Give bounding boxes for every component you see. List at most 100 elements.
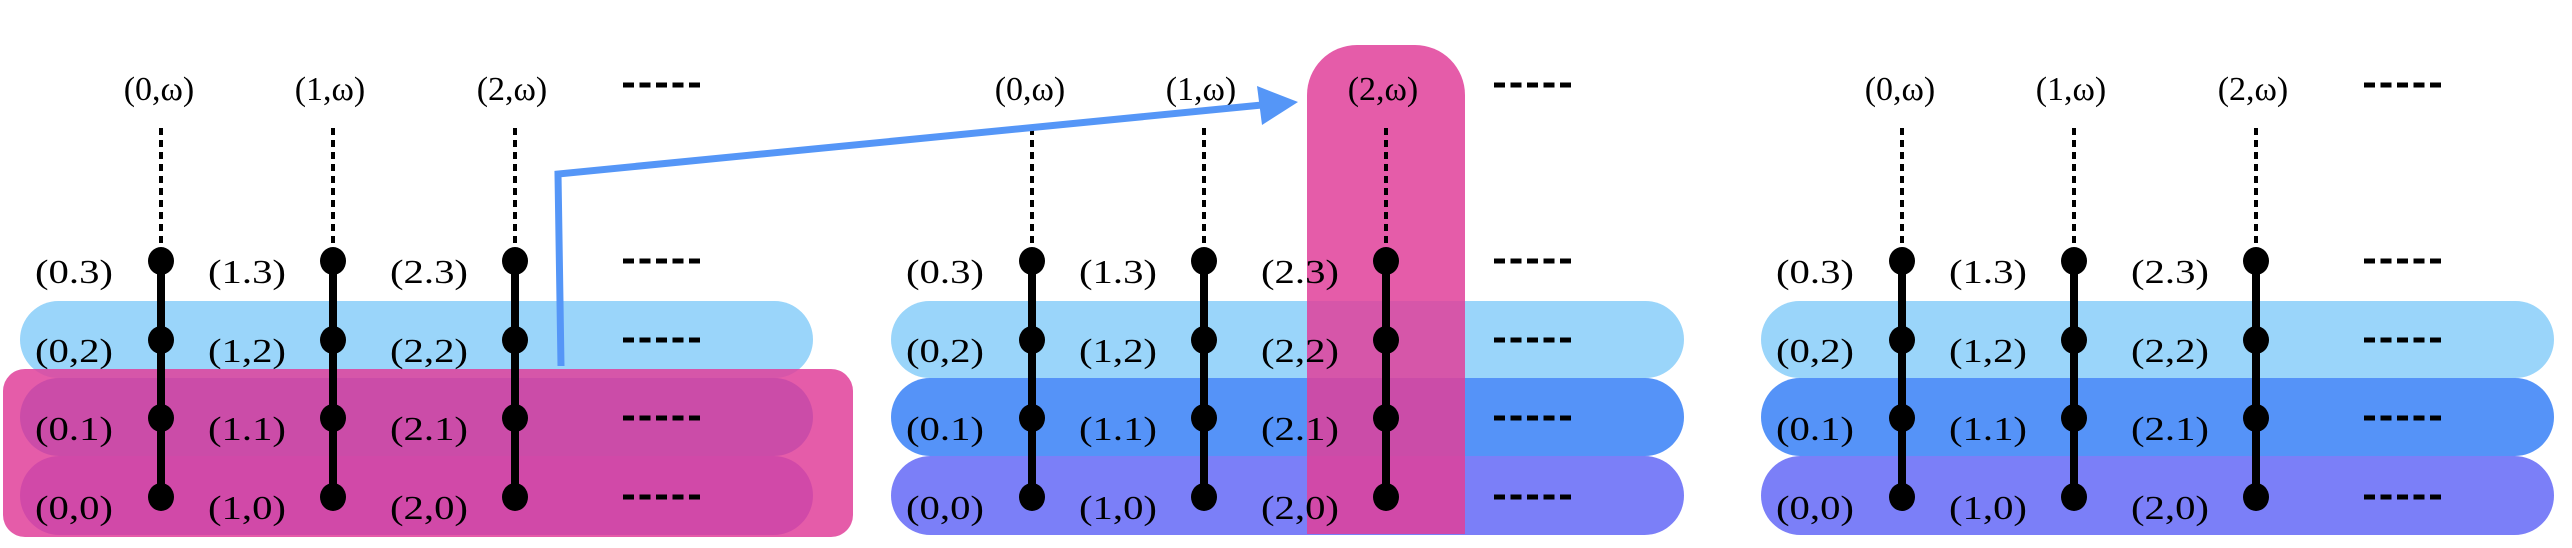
panel-2-ellipsis-0-dash <box>1543 494 1555 500</box>
panel-1-ellipsis-0-dash <box>623 494 634 500</box>
panel-3-ellipsis-3-dash <box>2413 258 2425 264</box>
panel-3-label-1-1: (1.1) <box>1949 411 2027 448</box>
panel-2-ellipsis-0-dash <box>1560 494 1571 500</box>
panel-1-ellipsis-omega-dash <box>639 82 651 88</box>
panel-3-node-2-0 <box>2243 483 2269 511</box>
panel-2-ellipsis-1-dash <box>1543 415 1555 421</box>
panel-1-ellipsis-3-dash <box>672 258 684 264</box>
panel-1-node-2-0 <box>502 483 528 511</box>
panel-1-ellipsis-2-dash <box>656 337 667 343</box>
panel-3-node-1-2 <box>2061 326 2087 354</box>
panel-3-ellipsis-1-dash <box>2413 415 2425 421</box>
panel-3-label-0-1: (0.1) <box>1776 411 1854 448</box>
panel-1-ellipsis-1-dash <box>672 415 684 421</box>
panel-2-label-0-omega: (0,ω) <box>995 71 1066 108</box>
panel-1-ellipsis-omega-dash <box>656 82 667 88</box>
panel-1-ellipsis-omega-dash <box>672 82 684 88</box>
panel-2-label-1-2: (1,2) <box>1079 333 1157 370</box>
panel-1-label-1-omega: (1,ω) <box>295 71 366 108</box>
panel-3-ellipsis-3-dash <box>2380 258 2392 264</box>
panel-2-node-1-3 <box>1191 247 1217 275</box>
panel-3-row-band-1 <box>1761 378 2554 456</box>
panel-1-node-2-3 <box>502 247 528 275</box>
panel-1-label-2-2: (2,2) <box>390 333 468 370</box>
panel-1-label-2-3: (2.3) <box>390 254 468 291</box>
panel-2-ellipsis-omega-dash <box>1543 82 1555 88</box>
panel-1-ellipsis-2-dash <box>623 337 634 343</box>
panel-1-ellipsis-0-dash <box>639 494 651 500</box>
panel-2-label-0-3: (0.3) <box>906 254 984 291</box>
panel-1-ellipsis-1-dash <box>656 415 667 421</box>
panel-2-node-0-0 <box>1019 483 1045 511</box>
panel-3-ellipsis-2-dash <box>2430 337 2441 343</box>
panel-1-node-0-0 <box>148 483 174 511</box>
panel-3-ellipsis-omega-dash <box>2380 82 2392 88</box>
panel-1-label-0-1: (0.1) <box>35 411 113 448</box>
panel-1-label-1-1: (1.1) <box>208 411 286 448</box>
panel-3-ellipsis-omega-dash <box>2397 82 2408 88</box>
panel-2-node-1-1 <box>1191 404 1217 432</box>
panel-2-label-0-2: (0,2) <box>906 333 984 370</box>
panel-2-ellipsis-1-dash <box>1560 415 1571 421</box>
panel-1-label-0-omega: (0,ω) <box>124 71 195 108</box>
panel-3-node-2-1 <box>2243 404 2269 432</box>
panel-3-ellipsis-2-dash <box>2364 337 2375 343</box>
panel-2-ellipsis-2-dash <box>1510 337 1522 343</box>
panel-2-ellipsis-omega-dash <box>1560 82 1571 88</box>
panel-3-node-0-1 <box>1889 404 1915 432</box>
panel-2-ellipsis-2-dash <box>1527 337 1538 343</box>
panel-2-label-1-0: (1,0) <box>1079 490 1157 527</box>
panel-2-label-2-omega: (2,ω) <box>1348 71 1419 108</box>
panel-3-node-2-2 <box>2243 326 2269 354</box>
panel-1-ellipsis-2: ----- <box>623 337 700 343</box>
panel-2-ellipsis-omega-dash <box>1494 82 1505 88</box>
panel-2-label-2-3: (2.3) <box>1261 254 1339 291</box>
panel-3-ellipsis-2-dash <box>2380 337 2392 343</box>
panel-3-ellipsis-omega: ----- <box>2364 82 2441 88</box>
panel-3-label-0-2: (0,2) <box>1776 333 1854 370</box>
panel-3-label-1-0: (1,0) <box>1949 490 2027 527</box>
panel-2-ellipsis-1-dash <box>1510 415 1522 421</box>
panel-3-label-2-omega: (2,ω) <box>2218 71 2289 108</box>
panel-1-ellipsis-omega-dash <box>623 82 634 88</box>
panel-2-row-band-2 <box>891 301 1684 378</box>
panel-3-ellipsis-omega-dash <box>2430 82 2441 88</box>
panel-3-node-0-2 <box>1889 326 1915 354</box>
panel-3-ellipsis-2-dash <box>2413 337 2425 343</box>
labels-layer: (0,ω) (1,ω) (2,ω) (0.3) (1.3) (2.3) (0,2) (1,2)… <box>35 71 2441 527</box>
panel-1-node-1-3 <box>320 247 346 275</box>
panel-2-node-2-1 <box>1373 404 1399 432</box>
panel-2-ellipsis-3: ----- <box>1494 258 1571 264</box>
panel-3-ellipsis-3-dash <box>2364 258 2375 264</box>
panel-3-ellipsis-2: ----- <box>2364 337 2441 343</box>
panel-1-ellipsis-2-dash <box>672 337 684 343</box>
panel-2-label-1-3: (1.3) <box>1079 254 1157 291</box>
panel-3-node-0-0 <box>1889 483 1915 511</box>
panel-2-node-0-2 <box>1019 326 1045 354</box>
panel-3-ellipsis-3-dash <box>2430 258 2441 264</box>
panel-3-node-0-3 <box>1889 247 1915 275</box>
panel-2-label-0-1: (0.1) <box>906 411 984 448</box>
panel-1-label-1-2: (1,2) <box>208 333 286 370</box>
panel-3-ellipsis-0-dash <box>2380 494 2392 500</box>
panel-2-node-2-2 <box>1373 326 1399 354</box>
panel-1-ellipsis-2-dash <box>689 337 700 343</box>
panel-1-node-2-2 <box>502 326 528 354</box>
panel-2-label-1-1: (1.1) <box>1079 411 1157 448</box>
panel-1-node-0-3 <box>148 247 174 275</box>
transition-arrow-shaft <box>554 101 1263 367</box>
panel-1-label-0-2: (0,2) <box>35 333 113 370</box>
panel-3-node-1-1 <box>2061 404 2087 432</box>
panel-3-node-2-3 <box>2243 247 2269 275</box>
panel-1-ellipsis-1-dash <box>623 415 634 421</box>
panel-1-ellipsis-3-dash <box>623 258 634 264</box>
panel-2-ellipsis-0-dash <box>1527 494 1538 500</box>
panel-3-label-1-2: (1,2) <box>1949 333 2027 370</box>
panel-2-node-0-3 <box>1019 247 1045 275</box>
panel-1-label-2-omega: (2,ω) <box>477 71 548 108</box>
panel-3-label-0-3: (0.3) <box>1776 254 1854 291</box>
panel-1-ellipsis-2-dash <box>639 337 651 343</box>
panel-3-row-band-2 <box>1761 301 2554 378</box>
